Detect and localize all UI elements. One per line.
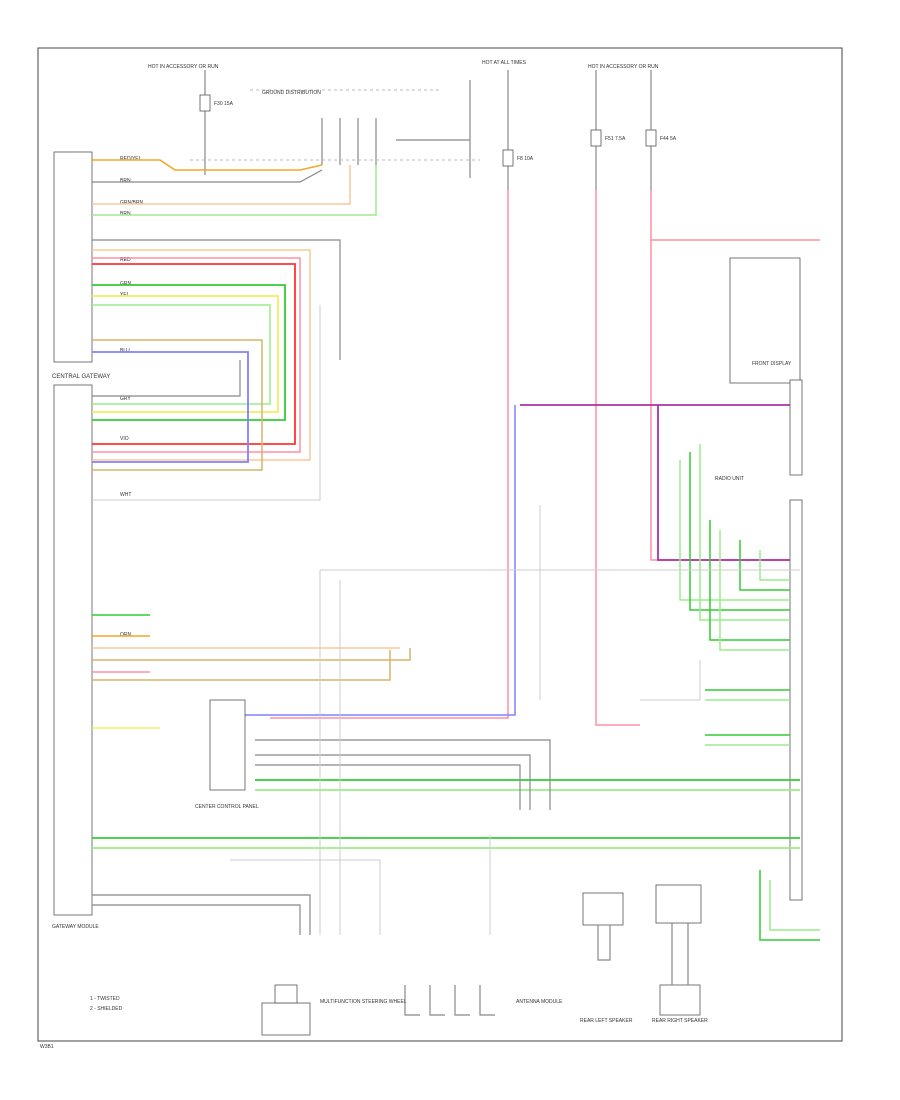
pin-label-1: RED/YEL	[120, 156, 142, 162]
central-gateway-connector-top	[53, 151, 93, 363]
svg-text:REAR RIGHT SPEAKER: REAR RIGHT SPEAKER	[652, 1018, 708, 1024]
svg-text:MULTIFUNCTION STEERING WHEEL: MULTIFUNCTION STEERING WHEEL	[320, 999, 407, 1005]
right-connector-mid	[789, 379, 803, 476]
pin-label-6: GRN	[120, 281, 132, 287]
woofer-right-component: REAR RIGHT SPEAKER	[652, 884, 708, 1024]
legend-2: 2 - SHIELDED	[90, 1006, 123, 1012]
right-connector-bottom	[789, 499, 803, 901]
wire-grey-2	[92, 239, 341, 360]
wire-grey-1	[92, 169, 323, 183]
svg-text:F8 10A: F8 10A	[517, 156, 534, 162]
wire-red-1	[92, 263, 296, 445]
wire-tan-1	[92, 339, 263, 471]
wire-light-orange-1	[92, 165, 351, 205]
wire-purple-2	[657, 405, 800, 561]
wire-light-green-2	[92, 304, 271, 405]
svg-text:F30 15A: F30 15A	[214, 101, 234, 107]
wire-light-orange-2	[92, 249, 311, 461]
label-hot-center: HOT AT ALL TIMES	[482, 60, 527, 66]
pin-label-2: BRN	[120, 178, 131, 184]
wire-green-1	[92, 284, 286, 421]
wire-light-grey-1	[92, 305, 321, 501]
light-grey-wires	[230, 505, 800, 935]
label-center-panel: CENTER CONTROL PANEL	[195, 804, 259, 810]
relay-block: GROUND DISTRIBUTION	[190, 80, 480, 178]
wire-pink-right	[595, 190, 640, 726]
wire-harness-bottom	[92, 405, 800, 935]
pin-label-9: GRY	[120, 396, 131, 402]
multifunction-component: MULTIFUNCTION STEERING WHEEL	[261, 984, 407, 1036]
pin-label-3: GRN/BRN	[120, 200, 143, 206]
label-central-gateway: CENTRAL GATEWAY	[52, 374, 110, 380]
pin-label-10: VIO	[120, 436, 129, 442]
wire-harness-middle	[92, 239, 341, 501]
central-gateway-connector-bottom	[53, 384, 93, 916]
wire-pink-1	[92, 257, 301, 453]
pin-label-5: RED	[120, 257, 131, 263]
wire-light-green-1	[92, 165, 377, 216]
fuse-c2: F51 7.5A	[590, 70, 626, 190]
wire-pink-long	[270, 190, 509, 719]
svg-text:F51 7.5A: F51 7.5A	[605, 136, 626, 142]
wire-blue-1	[92, 351, 249, 463]
pin-label-12: ORN	[120, 632, 132, 638]
label-hot-right: HOT IN ACCESSORY OR RUN	[588, 64, 659, 70]
wire-orange-1	[92, 159, 323, 171]
label-legend-a: GATEWAY MODULE	[52, 924, 99, 930]
right-connector-top	[729, 257, 801, 384]
fuse-left: F30 15A	[199, 70, 234, 175]
radio-module-box	[209, 699, 246, 791]
pin-label-7: YEL	[120, 292, 130, 298]
pin-label-4: BRN	[120, 211, 131, 217]
pin-label-8: BLU	[120, 348, 130, 354]
svg-text:REAR LEFT SPEAKER: REAR LEFT SPEAKER	[580, 1018, 633, 1024]
diagram-frame	[37, 47, 843, 1042]
amplifier-component: REAR LEFT SPEAKER	[580, 892, 633, 1024]
fuse-c3: F44 5A	[645, 70, 677, 190]
label-front-display: FRONT DISPLAY	[752, 361, 792, 367]
fuse-c1: F8 10A	[502, 70, 534, 190]
pin-label-11: WHT	[120, 492, 131, 498]
wire-grey-3	[92, 360, 241, 397]
label-radio-unit: RADIO UNIT	[715, 476, 744, 482]
legend-1: 1 - TWISTED	[90, 996, 120, 1002]
label-hot-left: HOT IN ACCESSORY OR RUN	[148, 64, 219, 70]
label-ground-dist: GROUND DISTRIBUTION	[262, 90, 321, 96]
antenna-component: ANTENNA MODULE	[404, 985, 563, 1016]
svg-text:F44 5A: F44 5A	[660, 136, 677, 142]
page-id: W3B1	[40, 1044, 54, 1050]
wire-yellow-1	[92, 295, 279, 413]
svg-text:ANTENNA MODULE: ANTENNA MODULE	[516, 999, 563, 1005]
wire-harness-top	[92, 159, 377, 216]
wire-pink-top-right	[650, 190, 820, 241]
